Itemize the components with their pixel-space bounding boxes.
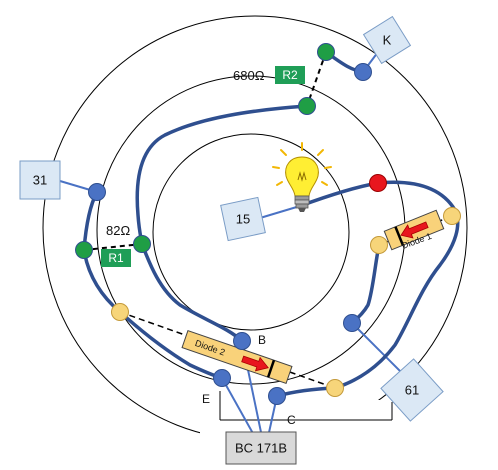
resistor-r1: R1 [101,249,131,267]
transistor-label: BC 171B [235,440,287,455]
terminal-31: 31 [19,160,61,200]
e-leg [221,377,256,438]
terminal-k-label: K [383,32,392,47]
r2-body [275,66,305,84]
terminal-k-box [362,15,412,65]
pin-c-label: C [287,413,296,427]
r2-dashed-link [306,51,327,107]
node-blue-k [354,63,372,81]
node-blue-b [233,332,251,350]
inner-ring [152,133,350,331]
node-blue-e [213,369,231,387]
terminal-15-box [220,196,266,242]
r1-dashed-link [83,243,143,251]
terminal-31-label: 31 [33,172,47,187]
diode-1 [383,209,445,251]
resistor-r2: R2 [275,66,305,84]
node-red [369,174,387,192]
terminal-31-box [19,160,61,200]
wire-r2-r1 [135,104,309,246]
r1-label: R1 [108,251,124,265]
node-yellow-bottom [326,379,344,397]
t15-connector [259,205,301,219]
diode-2-band [266,359,276,378]
pin-b-label: B [258,333,266,347]
node-blue-c [268,387,286,405]
node-blue-31 [88,183,106,201]
r1-body [101,249,131,267]
terminal-61-box [380,358,444,422]
terminal-61: 61 [380,358,444,422]
node-green-r1-right [133,235,151,253]
diode-1-arrow [400,221,429,239]
r2-label: R2 [282,68,298,82]
pin-e-label: E [202,392,210,406]
wire-r1-to-b [140,242,244,343]
node-yellow-d1-right [443,207,461,225]
terminal-k: K [362,15,412,65]
node-blue-61 [343,314,361,332]
node-green-r1-left [75,241,93,259]
light-bulb-icon [272,142,332,212]
r2-value: 680Ω [233,68,265,83]
r1-value: 82Ω [106,223,130,238]
wire-red-right [333,180,460,390]
node-green-r2-bottom [298,97,316,115]
terminal-15: 15 [220,196,266,242]
terminal-61-label: 61 [405,382,419,397]
diode-2: Diode 2 [181,329,293,385]
transistor-box: BC 171B [225,431,297,465]
node-yellow-left [111,303,129,321]
node-yellow-d1-left [370,236,388,254]
node-green-r2-top [317,43,335,61]
diode-1-band [394,226,405,246]
terminal-15-label: 15 [236,211,250,226]
transistor-box-rect [225,431,297,465]
wire-yellow-to-61 [350,243,381,325]
diode-2-arrow [241,355,269,372]
